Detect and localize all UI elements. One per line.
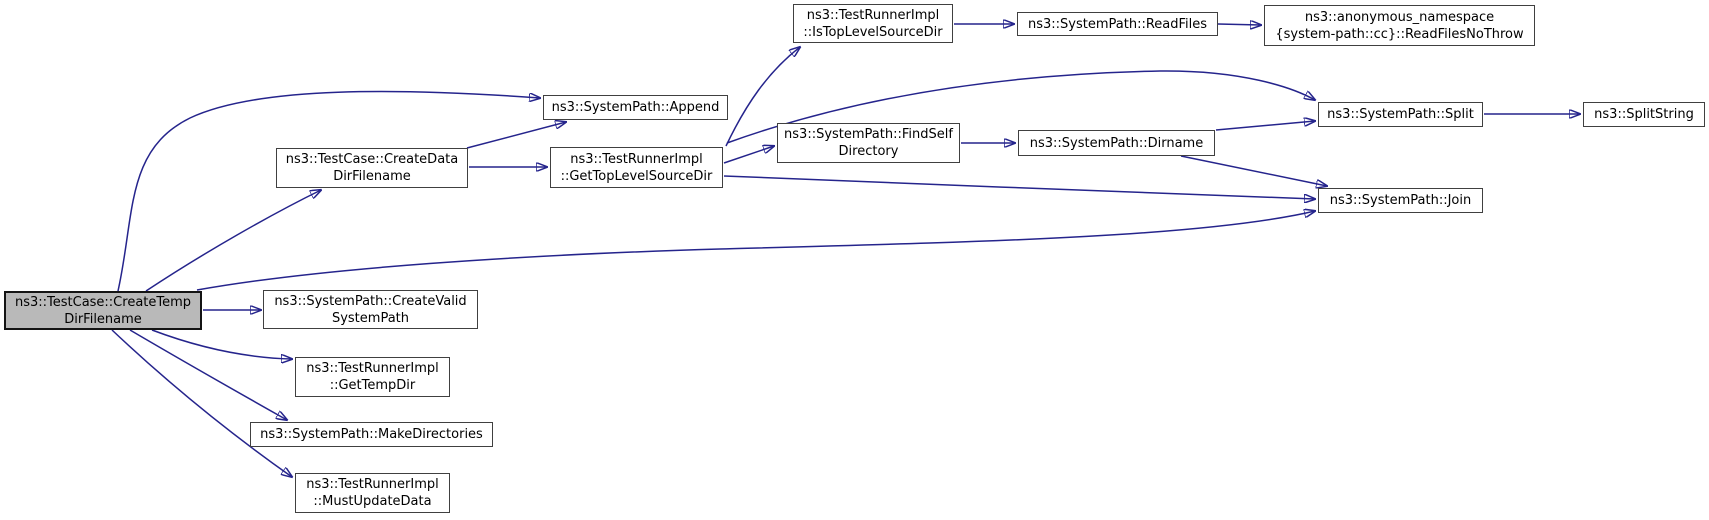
edge-create-temp-dir-filename-to-must-update-data <box>111 329 292 477</box>
edge-read-files-to-read-files-no-throw <box>1217 24 1261 25</box>
node-find-self-directory[interactable]: ns3::SystemPath::FindSelf Directory <box>777 123 960 163</box>
edge-get-top-level-source-dir-to-split <box>726 70 1315 144</box>
edge-get-top-level-source-dir-to-join <box>723 175 1315 199</box>
edge-create-temp-dir-filename-to-append <box>117 90 540 292</box>
node-dirname[interactable]: ns3::SystemPath::Dirname <box>1018 130 1215 156</box>
node-read-files[interactable]: ns3::SystemPath::ReadFiles <box>1017 12 1218 36</box>
node-split-string[interactable]: ns3::SplitString <box>1583 102 1705 127</box>
edge-create-temp-dir-filename-to-get-temp-dir <box>151 329 292 359</box>
node-get-top-level-source-dir[interactable]: ns3::TestRunnerImpl ::GetTopLevelSourceD… <box>550 147 723 188</box>
edge-create-data-dir-filename-to-append <box>466 122 566 149</box>
node-split[interactable]: ns3::SystemPath::Split <box>1318 102 1483 127</box>
node-create-temp-dir-filename[interactable]: ns3::TestCase::CreateTemp DirFilename <box>4 291 202 330</box>
node-get-temp-dir[interactable]: ns3::TestRunnerImpl ::GetTempDir <box>295 357 450 397</box>
edge-dirname-to-split <box>1215 121 1315 131</box>
node-make-directories[interactable]: ns3::SystemPath::MakeDirectories <box>250 422 493 447</box>
node-join[interactable]: ns3::SystemPath::Join <box>1318 188 1483 213</box>
edge-dirname-to-join <box>1180 155 1327 186</box>
node-read-files-no-throw[interactable]: ns3::anonymous_namespace {system-path::c… <box>1264 5 1535 46</box>
edge-create-temp-dir-filename-to-make-directories <box>129 329 287 420</box>
node-append[interactable]: ns3::SystemPath::Append <box>543 95 728 120</box>
node-is-top-level-source-dir[interactable]: ns3::TestRunnerImpl ::IsTopLevelSourceDi… <box>793 4 953 43</box>
edge-create-temp-dir-filename-to-create-data-dir-filename <box>145 190 321 292</box>
edge-get-top-level-source-dir-to-is-top-level-source-dir <box>725 47 800 147</box>
node-must-update-data[interactable]: ns3::TestRunnerImpl ::MustUpdateData <box>295 473 450 513</box>
node-create-data-dir-filename[interactable]: ns3::TestCase::CreateData DirFilename <box>276 148 468 188</box>
node-create-valid-system-path[interactable]: ns3::SystemPath::CreateValid SystemPath <box>263 290 478 329</box>
edge-create-temp-dir-filename-to-join <box>196 211 1315 291</box>
edge-get-top-level-source-dir-to-find-self-directory <box>723 146 774 164</box>
